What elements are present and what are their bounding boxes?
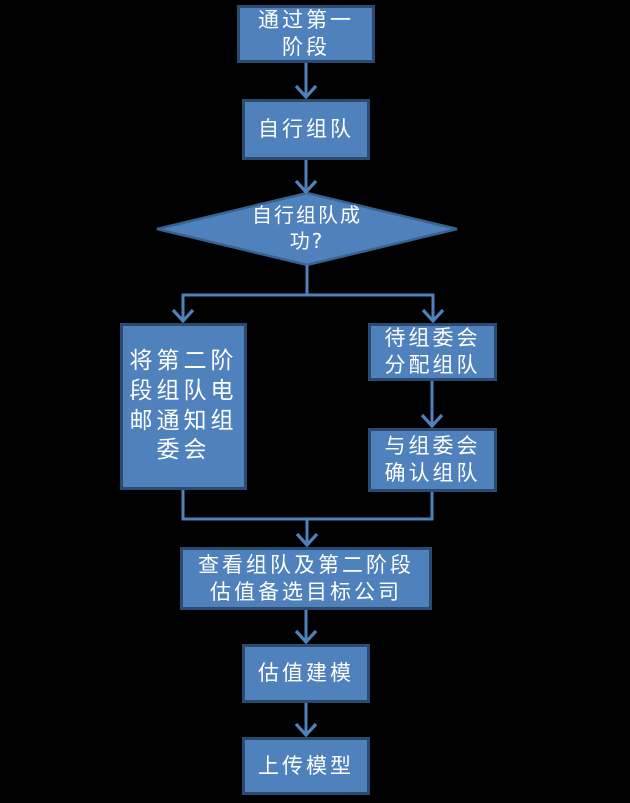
node-decision-label: 自行组队成 功?	[252, 203, 362, 253]
arrow-self-team-to-decision	[294, 160, 318, 195]
node-self-team: 自行组队	[242, 99, 370, 160]
node-wait-assignment: 待组委会 分配组队	[368, 323, 497, 381]
arrow-merge-to-view-targets	[295, 519, 319, 548]
arrow-valuation-modeling-to-upload-model	[294, 703, 318, 738]
arrow-wait-assignment-to-confirm-team	[420, 381, 444, 429]
connector-decision-branch	[181, 265, 435, 297]
node-email-committee: 将第二阶 段组队电 邮通知组 委会	[120, 323, 247, 490]
arrow-branch-to-wait-assignment	[421, 295, 445, 324]
node-view-targets: 查看组队及第二阶段 估值备选目标公司	[180, 547, 432, 610]
node-confirm-team: 与组委会 确认组队	[368, 428, 497, 492]
node-pass-stage1: 通过第一 阶段	[237, 5, 375, 63]
node-upload-model: 上传模型	[242, 737, 370, 795]
node-valuation-modeling: 估值建模	[242, 644, 370, 703]
decision-diamond-shape	[156, 191, 458, 267]
arrow-branch-to-email-committee	[171, 295, 195, 324]
arrow-pass-stage1-to-self-team	[294, 63, 318, 100]
arrow-view-targets-to-valuation-modeling	[294, 610, 318, 645]
connector-merge	[181, 490, 434, 521]
